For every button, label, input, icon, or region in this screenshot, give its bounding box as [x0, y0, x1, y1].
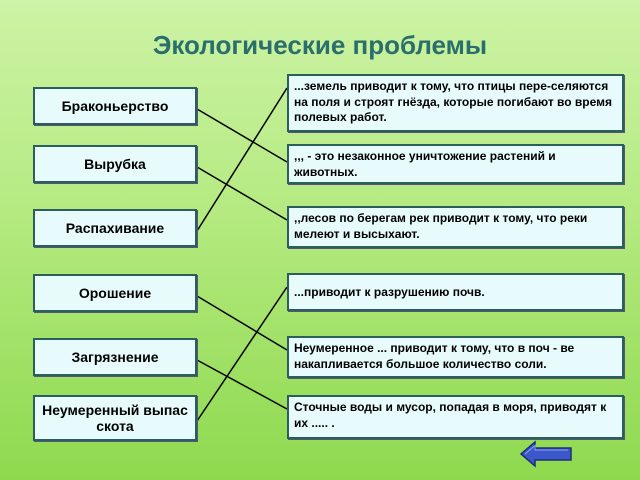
term-box-plowing[interactable]: Распахивание	[33, 209, 197, 247]
definition-box-3[interactable]: ,,лесов по берегам рек приводит к тому, …	[287, 206, 624, 248]
connector-line	[196, 166, 288, 221]
connector-line	[196, 359, 288, 410]
term-box-poaching[interactable]: Браконьерство	[33, 87, 197, 125]
term-box-overgrazing[interactable]: Неумеренный выпас скота	[33, 395, 197, 441]
connector-line	[196, 295, 288, 351]
term-box-logging[interactable]: Вырубка	[33, 145, 197, 183]
connector-line	[196, 286, 288, 422]
definition-box-5[interactable]: Неумеренное ... приводит к тому, что в п…	[287, 336, 624, 378]
connector-line	[196, 87, 288, 232]
back-arrow-icon[interactable]	[520, 440, 572, 468]
definition-box-6[interactable]: Сточные воды и мусор, попадая в моря, пр…	[287, 395, 624, 439]
term-box-pollution[interactable]: Загрязнение	[33, 338, 197, 376]
page-title: Экологические проблемы	[152, 30, 488, 60]
definition-box-4[interactable]: ...приводит к разрушению почв.	[287, 273, 624, 311]
definition-box-1[interactable]: ...земель приводит к тому, что птицы пер…	[287, 74, 624, 132]
term-box-irrigation[interactable]: Орошение	[33, 274, 197, 312]
definition-box-2[interactable]: ,,, - это незаконное уничтожение растени…	[287, 144, 624, 184]
connector-line	[196, 108, 288, 163]
